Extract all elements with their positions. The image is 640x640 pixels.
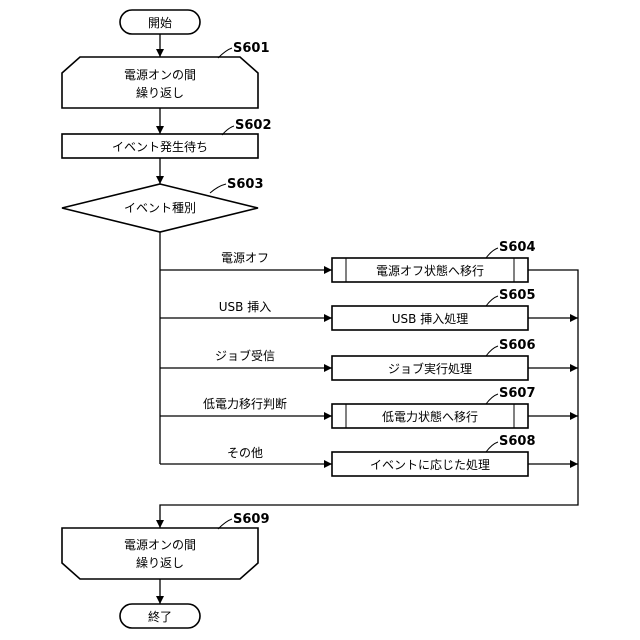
step-id-s605: S605 (499, 288, 536, 303)
loop-start-line2: 繰り返し (136, 86, 184, 100)
step-id-s607: S607 (499, 386, 536, 401)
step-leader (486, 346, 498, 356)
branch-condition: その他 (227, 446, 263, 460)
branch-other: その他 イベントに応じた処理 S608 (160, 434, 578, 476)
branch-usb-insert: USB 挿入 USB 挿入処理 S605 (160, 288, 578, 330)
step-leader (486, 248, 498, 258)
branch-job-receive: ジョブ受信 ジョブ実行処理 S606 (160, 338, 578, 380)
loop-end-line2: 繰り返し (136, 556, 184, 570)
step-id-s604: S604 (499, 240, 536, 255)
end-terminal: 終了 (120, 604, 200, 628)
loop-end-line1: 電源オンの間 (124, 538, 196, 552)
step-leader (486, 394, 498, 404)
step-id-s606: S606 (499, 338, 536, 353)
step-id-s601: S601 (233, 41, 270, 56)
branch-condition: 電源オフ (221, 251, 269, 265)
step-leader (486, 442, 498, 452)
branch-condition: 低電力移行判断 (203, 396, 287, 411)
decision-label: イベント種別 (124, 201, 196, 215)
step-leader (486, 296, 498, 306)
process-label: ジョブ実行処理 (388, 361, 472, 376)
loop-start-line1: 電源オンの間 (124, 68, 196, 82)
wait-process: イベント発生待ち S602 (62, 118, 272, 158)
branch-condition: USB 挿入 (219, 300, 271, 314)
process-label: 低電力状態へ移行 (382, 409, 478, 424)
step-id-s602: S602 (235, 118, 272, 133)
process-label: イベントに応じた処理 (370, 458, 490, 472)
branch-low-power: 低電力移行判断 低電力状態へ移行 S607 (160, 386, 578, 428)
step-id-s608: S608 (499, 434, 536, 449)
step-id-s609: S609 (233, 512, 270, 527)
process-label: 電源オフ状態へ移行 (376, 263, 484, 278)
start-terminal: 開始 (120, 10, 200, 34)
step-id-s603: S603 (227, 177, 264, 192)
start-label: 開始 (148, 16, 172, 30)
branch-condition: ジョブ受信 (215, 348, 275, 363)
branch-power-off: 電源オフ 電源オフ状態へ移行 S604 (160, 240, 536, 282)
loop-start-block: 電源オンの間 繰り返し S601 (62, 41, 270, 108)
end-label: 終了 (148, 609, 172, 624)
wait-label: イベント発生待ち (112, 140, 208, 154)
loop-end-block: 電源オンの間 繰り返し S609 (62, 512, 270, 579)
process-label: USB 挿入処理 (392, 312, 468, 326)
step-leader (210, 184, 226, 193)
decision-diamond: イベント種別 S603 (62, 177, 264, 232)
